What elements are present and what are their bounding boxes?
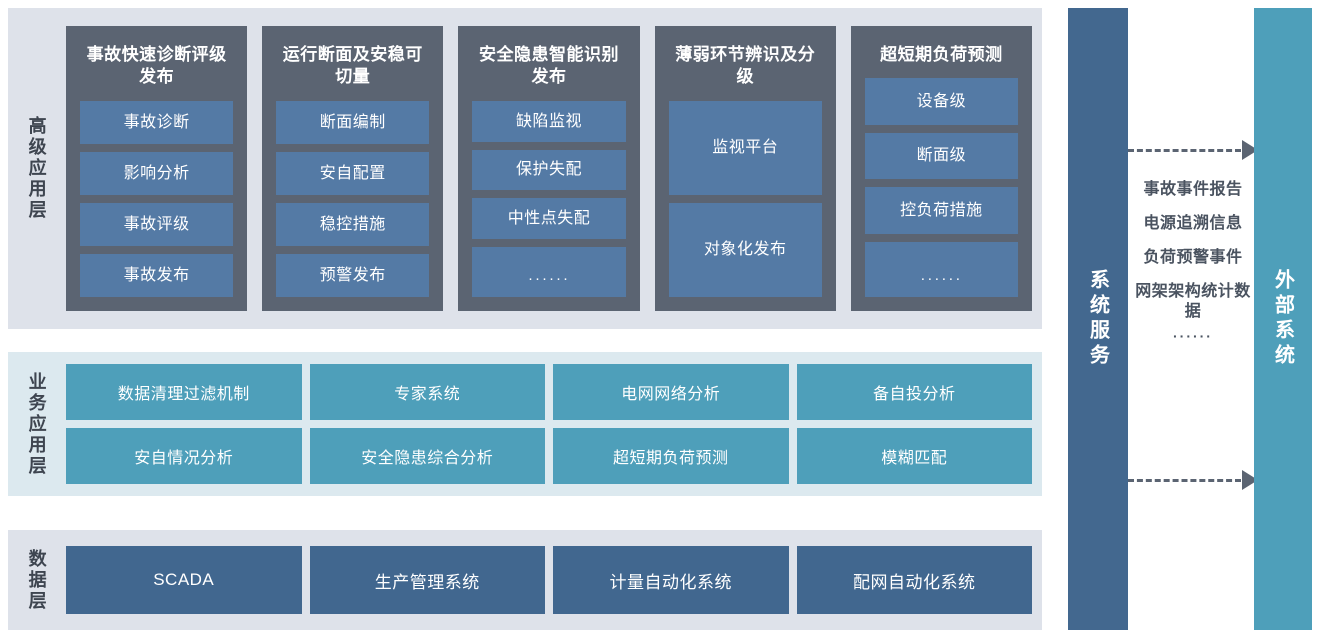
adv-item[interactable]: 监视平台 [668, 100, 822, 195]
adv-card-operation-section[interactable]: 运行断面及安稳可切量 断面编制 安自配置 稳控措施 预警发布 [262, 26, 444, 311]
adv-item[interactable]: 事故评级 [80, 202, 234, 246]
flow-label-power-source-trace: 电源追溯信息 [1143, 215, 1243, 232]
external-system-bar[interactable]: 外部系统 [1254, 8, 1312, 630]
flow-label-accident-event-report: 事故事件报告 [1143, 181, 1243, 198]
biz-cell-hazard-comprehensive-analysis[interactable]: 安全隐患综合分析 [309, 428, 545, 484]
adv-card-title: 运行断面及安稳可切量 [282, 45, 423, 87]
dashed-line [1128, 478, 1241, 482]
adv-card-title: 安全隐患智能识别发布 [479, 45, 619, 87]
biz-cell-data-cleaning[interactable]: 数据清理过滤机制 [66, 364, 302, 420]
adv-card-items: 断面编制 安自配置 稳控措施 预警发布 [276, 100, 430, 297]
flow-label-load-warning-event: 负荷预警事件 [1143, 249, 1243, 266]
adv-item[interactable]: 中性点失配 [472, 198, 626, 240]
data-cell-distribution-automation[interactable]: 配网自动化系统 [796, 546, 1032, 614]
biz-cell-safety-auto-analysis[interactable]: 安自情况分析 [66, 428, 302, 484]
layer-title-business-text: 业务应用层 [26, 371, 47, 477]
advanced-application-layer: 高级应用层 事故快速诊断评级发布 事故诊断 影响分析 事故评级 事故发布 运行断… [8, 8, 1042, 329]
biz-cell-backup-auto-switch[interactable]: 备自投分析 [796, 364, 1032, 420]
adv-item[interactable]: 稳控措施 [276, 202, 430, 246]
adv-card-safety-hazard[interactable]: 安全隐患智能识别发布 缺陷监视 保护失配 中性点失配 ······ [458, 26, 640, 311]
layer-title-advanced-text: 高级应用层 [26, 116, 47, 221]
flow-label-list: 事故事件报告 电源追溯信息 负荷预警事件 网架架构统计数据 ······ [1130, 180, 1256, 346]
business-grid: 数据清理过滤机制 专家系统 电网网络分析 备自投分析 安自情况分析 安全隐患综合… [64, 352, 1042, 496]
data-cell-production-management[interactable]: 生产管理系统 [309, 546, 545, 614]
data-sources: SCADA 生产管理系统 计量自动化系统 配网自动化系统 [64, 530, 1042, 630]
adv-item[interactable]: 缺陷监视 [472, 100, 626, 142]
advanced-cards: 事故快速诊断评级发布 事故诊断 影响分析 事故评级 事故发布 运行断面及安稳可切… [64, 8, 1042, 329]
adv-item-ellipsis[interactable]: ······ [472, 247, 626, 297]
layer-title-advanced: 高级应用层 [8, 8, 64, 329]
biz-cell-grid-network-analysis[interactable]: 电网网络分析 [553, 364, 789, 420]
data-cell-metering-automation[interactable]: 计量自动化系统 [553, 546, 789, 614]
adv-item[interactable]: 断面级 [864, 132, 1019, 180]
business-row: 数据清理过滤机制 专家系统 电网网络分析 备自投分析 [66, 364, 1032, 420]
adv-item[interactable]: 控负荷措施 [864, 187, 1019, 234]
dashed-line [1128, 148, 1241, 152]
layer-title-data: 数据层 [8, 530, 64, 630]
layer-title-data-text: 数据层 [26, 548, 47, 612]
flow-arrow-bottom-icon [1128, 470, 1258, 490]
adv-card-items: 监视平台 对象化发布 [668, 100, 822, 297]
external-system-bar-label: 外部系统 [1271, 269, 1294, 369]
flow-label-ellipsis: ······ [1173, 328, 1213, 344]
business-row: 安自情况分析 安全隐患综合分析 超短期负荷预测 模糊匹配 [66, 428, 1032, 484]
adv-card-items: 设备级 断面级 控负荷措施 ······ [864, 78, 1019, 297]
adv-card-accident-diagnosis[interactable]: 事故快速诊断评级发布 事故诊断 影响分析 事故评级 事故发布 [66, 26, 248, 311]
adv-item[interactable]: 事故发布 [80, 253, 234, 297]
adv-item[interactable]: 对象化发布 [668, 202, 822, 297]
data-layer: 数据层 SCADA 生产管理系统 计量自动化系统 配网自动化系统 [8, 530, 1042, 630]
layer-stack: 高级应用层 事故快速诊断评级发布 事故诊断 影响分析 事故评级 事故发布 运行断… [8, 8, 1042, 630]
adv-card-items: 缺陷监视 保护失配 中性点失配 ······ [472, 100, 626, 297]
biz-cell-fuzzy-matching[interactable]: 模糊匹配 [796, 428, 1032, 484]
integration-zone: 系统服务 事故事件报告 电源追溯信息 负荷预警事件 网架架构统计数据 ·····… [1060, 0, 1322, 638]
system-service-bar[interactable]: 系统服务 [1068, 8, 1128, 630]
adv-item[interactable]: 保护失配 [472, 149, 626, 191]
adv-card-title: 事故快速诊断评级发布 [86, 45, 227, 87]
adv-card-ultra-short-term-load[interactable]: 超短期负荷预测 设备级 断面级 控负荷措施 ······ [850, 26, 1033, 311]
data-cell-scada[interactable]: SCADA [66, 546, 302, 614]
adv-card-title: 超短期负荷预测 [880, 45, 1003, 64]
adv-card-items: 事故诊断 影响分析 事故评级 事故发布 [80, 100, 234, 297]
adv-item[interactable]: 事故诊断 [80, 100, 234, 144]
biz-cell-ultra-short-term-forecast[interactable]: 超短期负荷预测 [553, 428, 789, 484]
adv-item[interactable]: 安自配置 [276, 151, 430, 195]
adv-item-ellipsis[interactable]: ······ [864, 241, 1019, 297]
business-application-layer: 业务应用层 数据清理过滤机制 专家系统 电网网络分析 备自投分析 安自情况分析 … [8, 352, 1042, 496]
adv-item[interactable]: 设备级 [864, 78, 1019, 125]
layer-title-business: 业务应用层 [8, 352, 64, 496]
adv-item[interactable]: 预警发布 [276, 253, 430, 297]
biz-cell-expert-system[interactable]: 专家系统 [309, 364, 545, 420]
adv-card-title: 薄弱环节辨识及分级 [675, 45, 816, 87]
system-service-bar-label: 系统服务 [1086, 269, 1109, 369]
adv-card-weak-link[interactable]: 薄弱环节辨识及分级 监视平台 对象化发布 [654, 26, 836, 311]
flow-label-grid-structure-statistics: 网架架构统计数据 [1135, 283, 1251, 320]
adv-item[interactable]: 影响分析 [80, 151, 234, 195]
adv-item[interactable]: 断面编制 [276, 100, 430, 144]
flow-arrow-top-icon [1128, 140, 1258, 160]
